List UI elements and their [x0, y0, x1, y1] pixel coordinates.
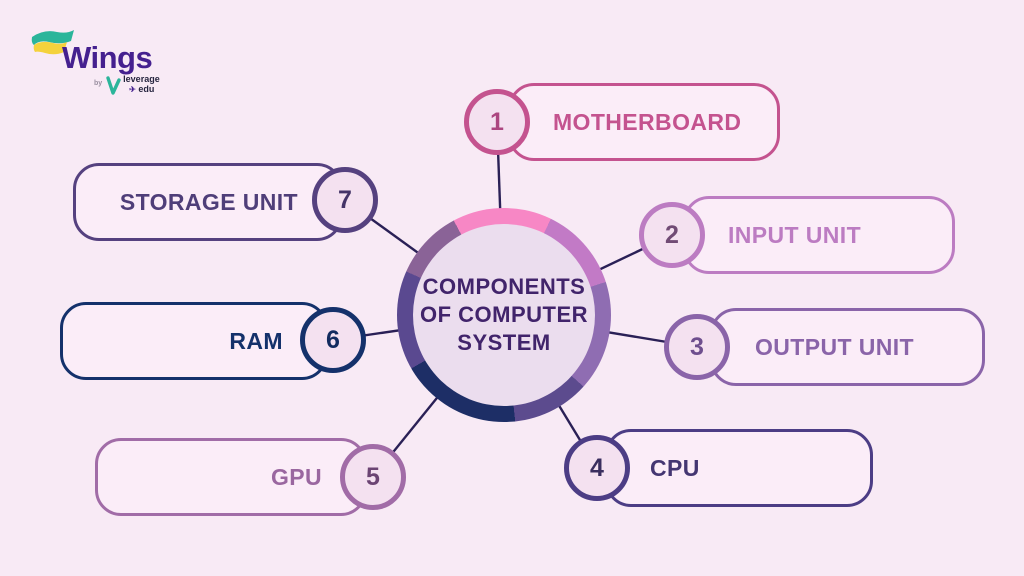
node-label: GPU — [270, 463, 322, 490]
logo-byline: by leverage ✈ edu — [94, 74, 160, 96]
node-label: INPUT UNIT — [728, 221, 862, 248]
node-label: RAM — [229, 327, 283, 354]
label-box: RAM — [60, 302, 328, 380]
brand-name: Wings — [62, 40, 153, 75]
label-box: INPUT UNIT — [683, 196, 955, 274]
wings-flag-icon — [31, 30, 74, 55]
plane-icon: ✈ — [129, 85, 136, 94]
node-label: MOTHERBOARD — [553, 108, 742, 135]
wings-logo: Wings by leverage ✈ edu — [28, 26, 178, 110]
badge-number: 7 — [338, 185, 352, 214]
center-hub-ring: COMPONENTS OF COMPUTER SYSTEM — [397, 208, 611, 422]
number-badge: 3 — [664, 314, 730, 380]
label-box: STORAGE UNIT — [73, 163, 343, 241]
sub-brand: leverage ✈ edu — [123, 74, 160, 95]
number-badge: 1 — [464, 89, 530, 155]
number-badge: 6 — [300, 307, 366, 373]
badge-number: 1 — [490, 107, 504, 136]
label-box: OUTPUT UNIT — [710, 308, 985, 386]
badge-number: 5 — [366, 462, 380, 491]
badge-number: 2 — [665, 220, 679, 249]
node-label: OUTPUT UNIT — [755, 333, 914, 360]
sub-brand-line2: ✈ edu — [129, 84, 155, 94]
number-badge: 4 — [564, 435, 630, 501]
node-label: CPU — [650, 454, 700, 481]
sub-brand-line1: leverage — [123, 74, 160, 84]
center-hub: COMPONENTS OF COMPUTER SYSTEM — [413, 224, 595, 406]
badge-number: 6 — [326, 325, 340, 354]
center-title-line: OF COMPUTER — [419, 302, 589, 328]
center-title-line: SYSTEM — [457, 329, 551, 355]
label-box: CPU — [605, 429, 873, 507]
number-badge: 5 — [340, 444, 406, 510]
number-badge: 7 — [312, 167, 378, 233]
number-badge: 2 — [639, 202, 705, 268]
badge-number: 4 — [590, 453, 604, 482]
leverage-edu-icon — [106, 76, 121, 95]
center-title-line: COMPONENTS — [422, 274, 586, 300]
label-box: MOTHERBOARD — [508, 83, 780, 161]
badge-number: 3 — [690, 332, 704, 361]
label-box: GPU — [95, 438, 367, 516]
byline-text: by — [94, 80, 103, 87]
node-label: STORAGE UNIT — [119, 188, 298, 215]
